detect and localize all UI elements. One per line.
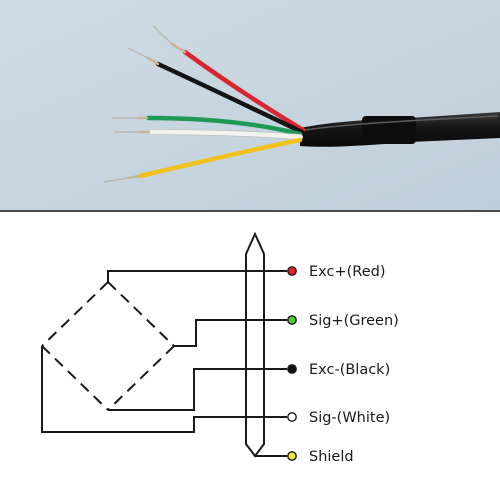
terminal-label-sig-minus: Sig-(White): [309, 410, 390, 426]
cable-photo: [0, 0, 500, 210]
terminal-dot-exc-minus: [287, 364, 297, 374]
cable-sheath: [245, 231, 265, 458]
wire-red: [152, 25, 306, 133]
terminal-dot-exc-plus: [287, 266, 297, 276]
lead-sig-plus: [174, 319, 287, 347]
lead-exc-minus: [108, 368, 287, 411]
terminal-label-shield: Shield: [309, 449, 354, 465]
wire-black: [127, 47, 305, 135]
jacket-highlight: [304, 115, 499, 131]
terminal-dot-shield: [287, 451, 297, 461]
lead-exc-plus: [107, 270, 287, 282]
section-divider: [0, 210, 500, 212]
terminal-label-exc-plus: Exc+(Red): [309, 264, 385, 280]
wire-white: [114, 129, 303, 140]
bridge-diamond: [41, 281, 175, 411]
wire-yellow: [103, 137, 303, 183]
lead-sig-minus: [41, 346, 287, 433]
terminal-dot-sig-plus: [287, 315, 297, 325]
terminal-dot-sig-minus: [287, 412, 297, 422]
terminal-label-exc-minus: Exc-(Black): [309, 362, 390, 378]
wire-green: [112, 115, 303, 137]
terminal-label-sig-plus: Sig+(Green): [309, 313, 399, 329]
wiring-diagram: Exc+(Red) Sig+(Green) Exc-(Black) Sig-(W…: [41, 231, 399, 465]
